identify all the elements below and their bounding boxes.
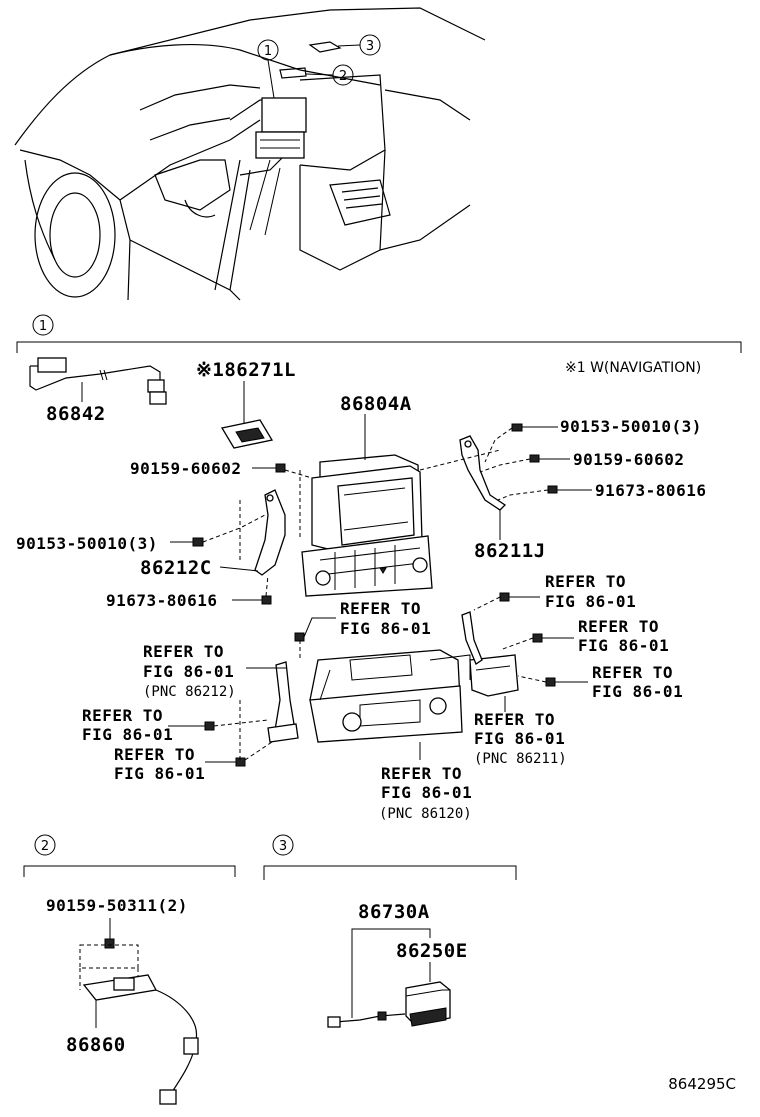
refer-1-line1: REFER TO [340,599,421,618]
refer-9-line1: REFER TO [381,764,462,783]
refer-8-line2: FIG 86-01 [114,764,205,783]
part-86271L-label: ※186271L [196,359,296,381]
left-audio-bracket [246,661,299,743]
part-86730A-illustration [327,928,451,1028]
part-86250E-label: 86250E [396,940,468,962]
part-86212C-illustration [219,489,286,576]
audio-unit-illustration [309,649,471,760]
refer-3-line2: FIG 86-01 [578,636,669,655]
figure-code: 864295C [668,1075,736,1093]
part-86730A-label: 86730A [358,901,430,923]
part-86804A-label: 86804A [340,393,412,415]
refer-2-line2: FIG 86-01 [545,592,636,611]
navigation-note: ※1 W(NAVIGATION) [565,360,701,376]
refer-9-line2: FIG 86-01 [381,783,472,802]
svg-text:3: 3 [279,839,287,854]
bolt-90153-left [170,514,266,547]
part-91673-right-label: 91673-80616 [595,481,706,500]
refer-4-line1: REFER TO [143,642,224,661]
svg-text:2: 2 [339,69,347,84]
refer-5-line1: REFER TO [592,663,673,682]
refer-7-line2: FIG 86-01 [474,729,565,748]
svg-text:1: 1 [264,44,272,59]
refer-8-line1: REFER TO [114,745,195,764]
part-86860-label: 86860 [66,1034,126,1056]
refer-6-line2: FIG 86-01 [82,725,173,744]
right-audio-bracket [461,611,519,712]
section-2-bracket [23,865,236,877]
part-86860-illustration [79,918,199,1105]
part-90159-50311-label: 90159-50311(2) [46,896,188,915]
screw-90159-right [479,454,570,473]
vehicle-interior-illustration [14,7,486,301]
part-86211J-label: 86211J [474,540,546,562]
refer-7-line1: REFER TO [474,710,555,729]
part-90153-right-label: 90153-50010(3) [560,417,702,436]
section-1-badge: 1 [32,314,54,336]
part-86211J-illustration [459,435,507,540]
part-90153-left-label: 90153-50010(3) [16,534,158,553]
part-90159-right-label: 90159-60602 [573,450,684,469]
refer-6-line1: REFER TO [82,706,163,725]
refer-9-pnc: (PNC 86120) [379,806,472,822]
section-2-badge: 2 [34,834,56,856]
part-86842-illustration [29,357,167,405]
part-86842-label: 86842 [46,403,106,425]
refer-2-line1: REFER TO [545,572,626,591]
section-1-bracket [16,341,742,353]
part-86212C-label: 86212C [140,557,212,579]
refer-4-pnc: (PNC 86212) [143,684,236,700]
svg-text:1: 1 [39,319,47,334]
callout-2: 2 [305,64,354,86]
audio-screws [168,592,588,767]
part-90159-left-label: 90159-60602 [130,459,241,478]
section-3-bracket [263,865,517,880]
part-91673-left-label: 91673-80616 [106,591,217,610]
refer-3-line1: REFER TO [578,617,659,636]
refer-1-line2: FIG 86-01 [340,619,431,638]
part-86271L-illustration [220,381,274,449]
screw-90159-left [252,463,313,479]
svg-text:3: 3 [366,39,374,54]
callout-3: 3 [337,34,381,56]
section-3-badge: 3 [272,834,294,856]
refer-5-line2: FIG 86-01 [592,682,683,701]
refer-7-pnc: (PNC 86211) [474,751,567,767]
part-86804A-illustration [301,414,433,597]
screw-91673-left [232,574,272,605]
callout-1: 1 [257,39,279,99]
bolt-90153-right [484,423,558,463]
screw-91673-right [497,485,592,501]
svg-text:2: 2 [41,839,49,854]
refer-4-line2: FIG 86-01 [143,662,234,681]
